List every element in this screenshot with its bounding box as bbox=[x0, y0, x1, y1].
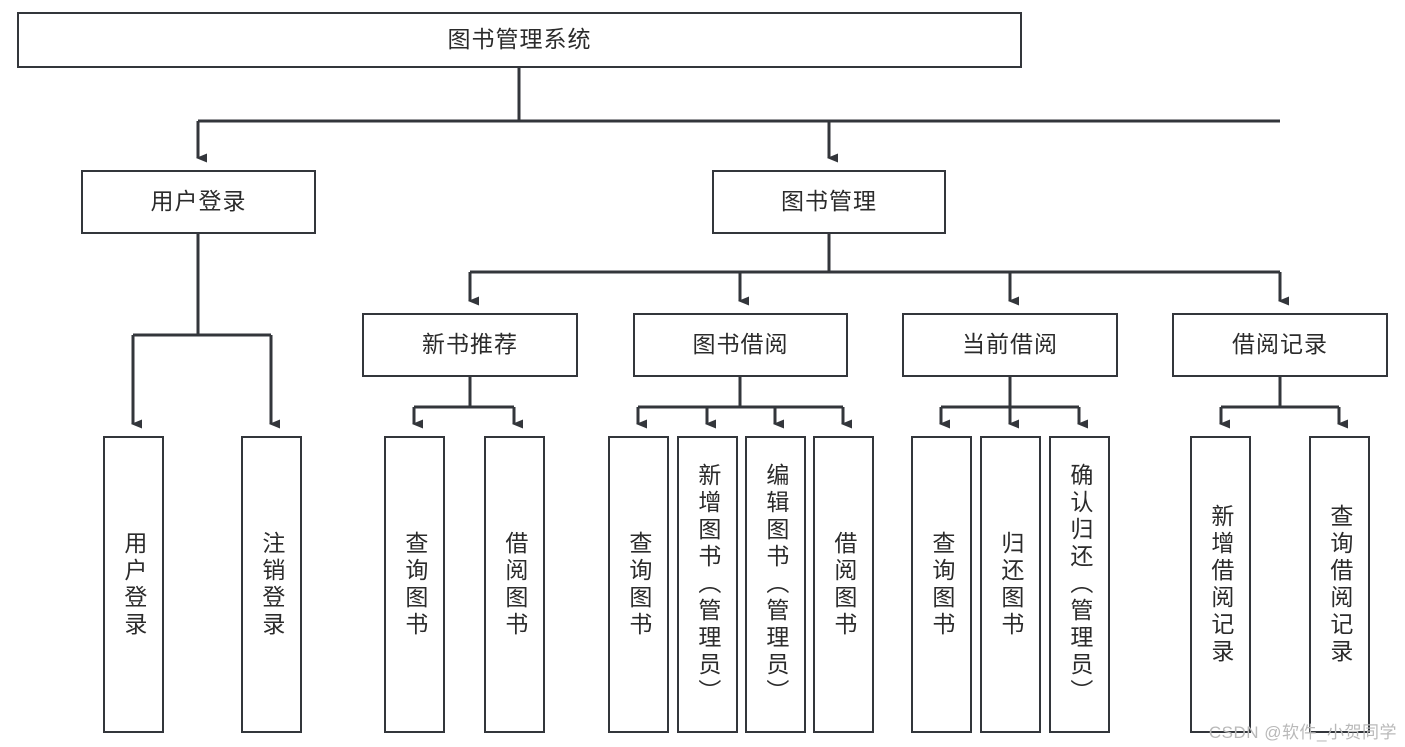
leaf-add-book-label: 新增图书（管理员） bbox=[694, 463, 721, 706]
node-root-label: 图书管理系统 bbox=[447, 26, 592, 53]
leaf-confirm-return[interactable]: 确认归还（管理员） bbox=[1049, 436, 1110, 733]
node-user-login[interactable]: 用户登录 bbox=[81, 170, 316, 234]
node-user-login-label: 用户登录 bbox=[150, 188, 247, 215]
leaf-borrow-book-1-label: 借阅图书 bbox=[501, 530, 528, 639]
node-book-borrow[interactable]: 图书借阅 bbox=[633, 313, 848, 377]
leaf-edit-book[interactable]: 编辑图书（管理员） bbox=[745, 436, 806, 733]
node-book-manage-label: 图书管理 bbox=[781, 188, 877, 215]
node-borrow-record[interactable]: 借阅记录 bbox=[1172, 313, 1388, 377]
leaf-add-record-label: 新增借阅记录 bbox=[1207, 503, 1234, 666]
leaf-edit-book-label: 编辑图书（管理员） bbox=[762, 463, 789, 706]
node-book-borrow-label: 图书借阅 bbox=[692, 331, 789, 358]
node-root[interactable]: 图书管理系统 bbox=[17, 12, 1022, 68]
node-borrow-record-label: 借阅记录 bbox=[1232, 331, 1328, 358]
leaf-query-book-1[interactable]: 查询图书 bbox=[384, 436, 445, 733]
node-new-book-recommend-label: 新书推荐 bbox=[422, 331, 518, 358]
leaf-add-record[interactable]: 新增借阅记录 bbox=[1190, 436, 1251, 733]
leaf-user-login[interactable]: 用户登录 bbox=[103, 436, 164, 733]
leaf-query-book-3-label: 查询图书 bbox=[928, 530, 955, 639]
leaf-query-book-3[interactable]: 查询图书 bbox=[911, 436, 972, 733]
leaf-borrow-book-1[interactable]: 借阅图书 bbox=[484, 436, 545, 733]
leaf-query-record[interactable]: 查询借阅记录 bbox=[1309, 436, 1370, 733]
leaf-return-book-label: 归还图书 bbox=[997, 530, 1024, 639]
leaf-return-book[interactable]: 归还图书 bbox=[980, 436, 1041, 733]
leaf-query-book-2[interactable]: 查询图书 bbox=[608, 436, 669, 733]
watermark: CSDN @软件_小贺同学 bbox=[1208, 723, 1397, 742]
node-book-manage[interactable]: 图书管理 bbox=[712, 170, 946, 234]
node-new-book-recommend[interactable]: 新书推荐 bbox=[362, 313, 578, 377]
leaf-user-logout[interactable]: 注销登录 bbox=[241, 436, 302, 733]
leaf-user-logout-label: 注销登录 bbox=[258, 530, 285, 639]
leaf-query-book-1-label: 查询图书 bbox=[401, 530, 428, 639]
leaf-borrow-book-2[interactable]: 借阅图书 bbox=[813, 436, 874, 733]
leaf-confirm-return-label: 确认归还（管理员） bbox=[1066, 463, 1093, 706]
leaf-query-record-label: 查询借阅记录 bbox=[1326, 503, 1353, 666]
leaf-user-login-label: 用户登录 bbox=[120, 530, 147, 639]
node-current-borrow[interactable]: 当前借阅 bbox=[902, 313, 1118, 377]
leaf-borrow-book-2-label: 借阅图书 bbox=[830, 530, 857, 639]
node-current-borrow-label: 当前借阅 bbox=[962, 331, 1058, 358]
leaf-add-book[interactable]: 新增图书（管理员） bbox=[677, 436, 738, 733]
leaf-query-book-2-label: 查询图书 bbox=[625, 530, 652, 639]
